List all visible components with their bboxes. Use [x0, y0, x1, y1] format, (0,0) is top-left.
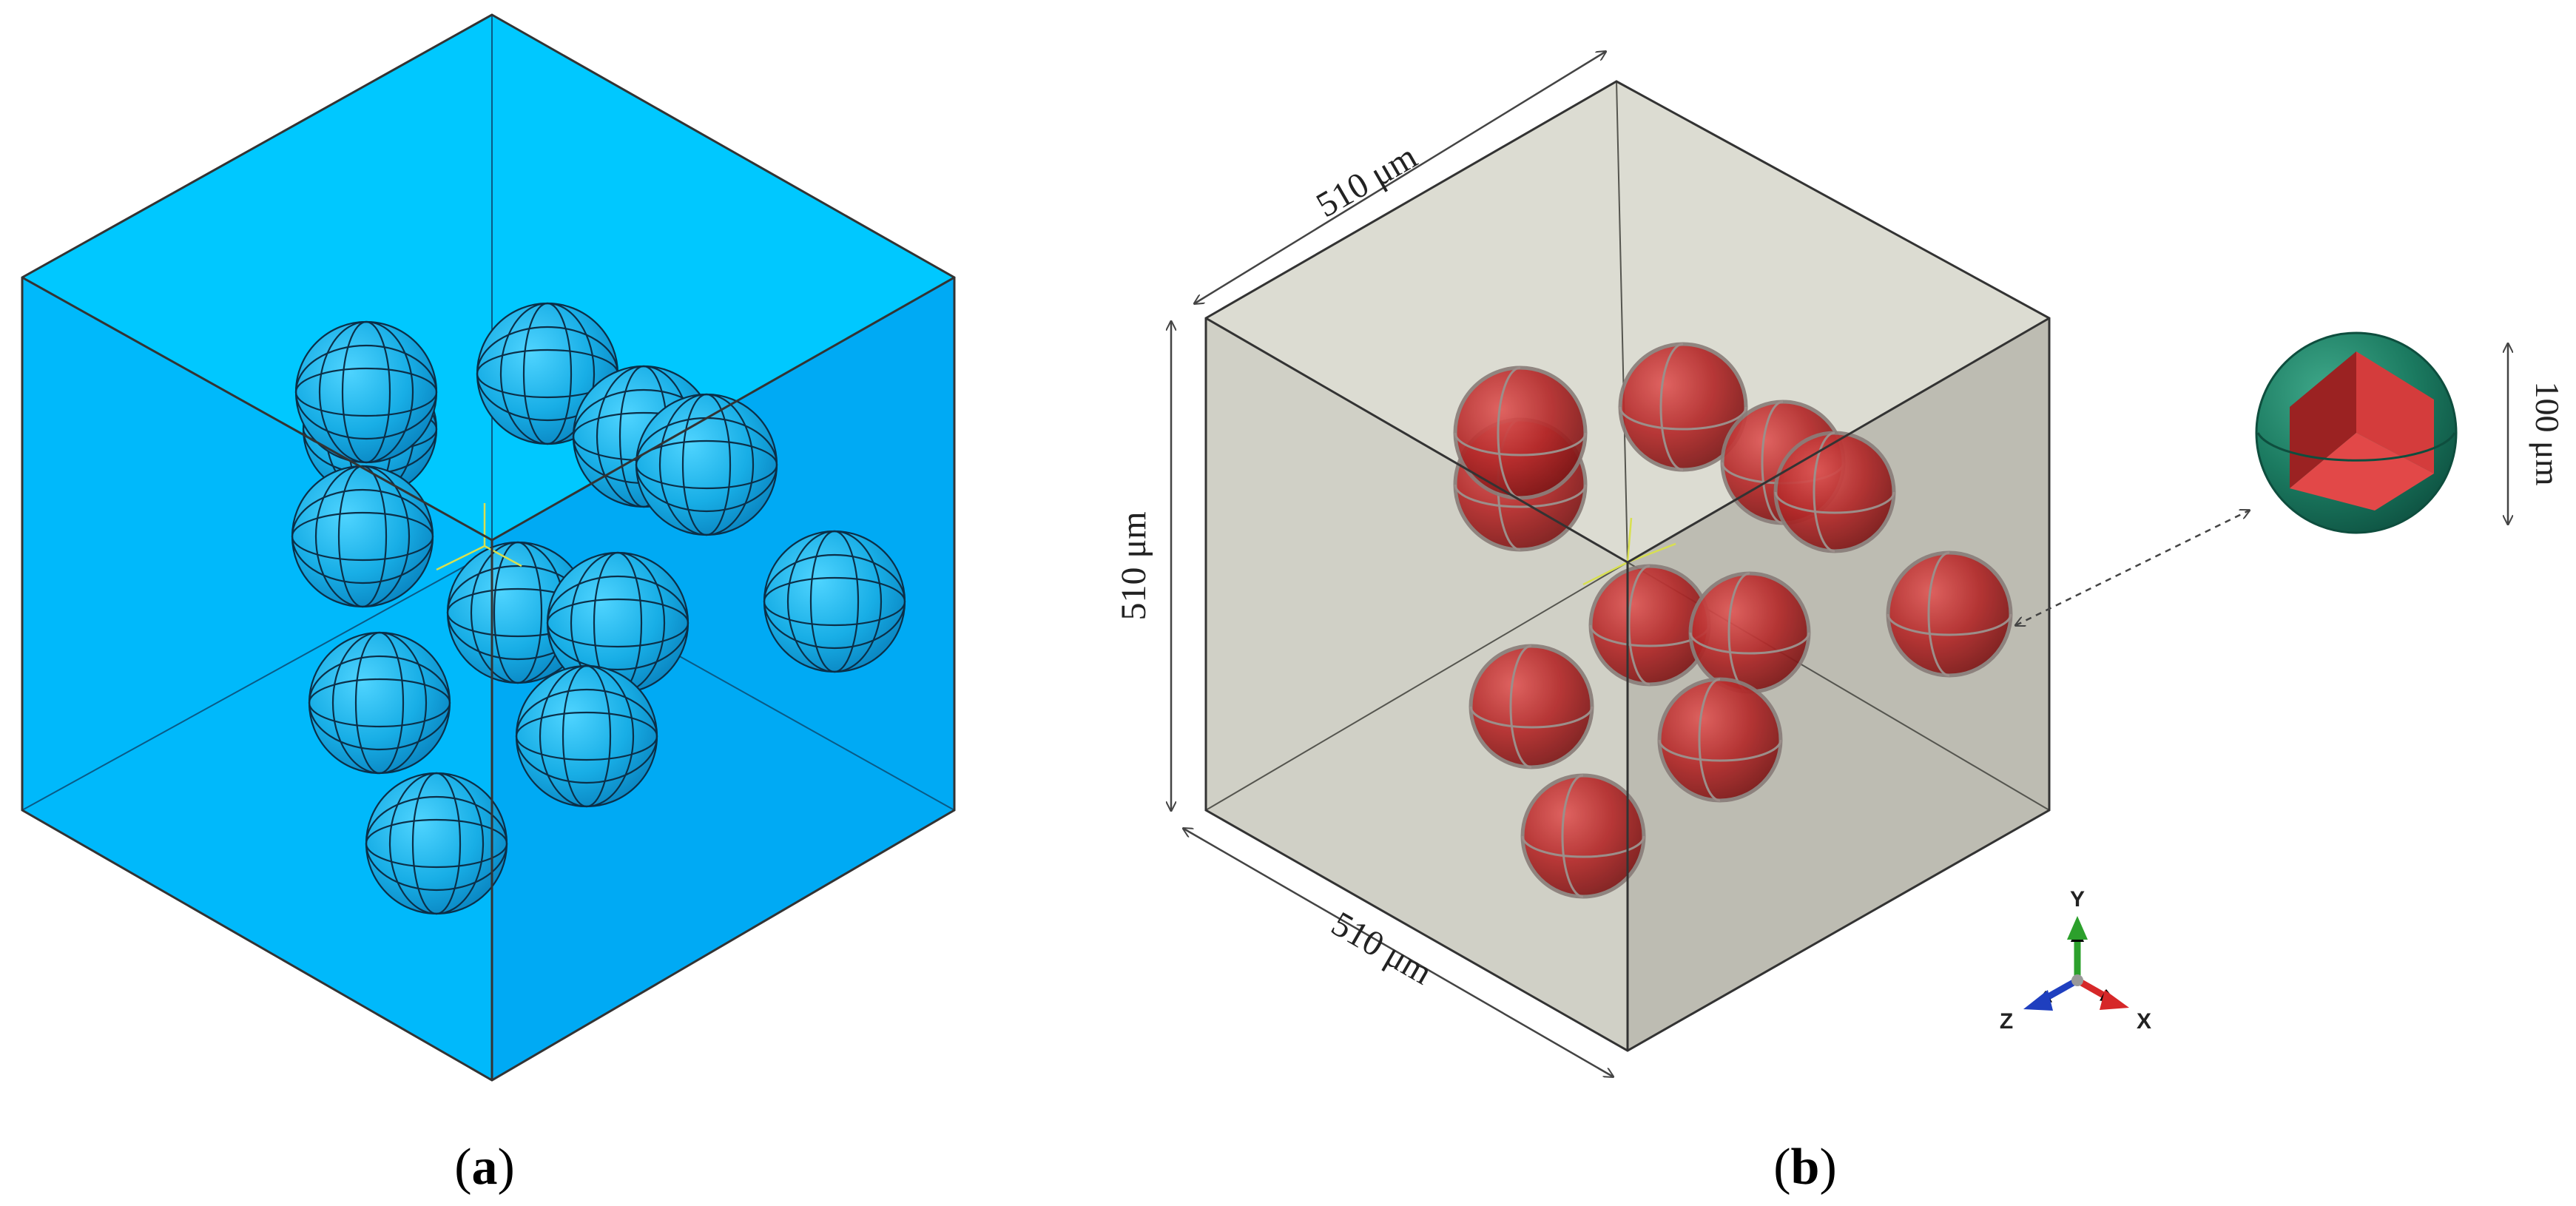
axis-triad: Y Z X — [2000, 887, 2151, 1034]
mesh-particle — [365, 772, 508, 915]
mesh-particle — [291, 465, 434, 608]
axis-label-y: Y — [2070, 887, 2085, 912]
inset-core-cut-bottom — [2290, 433, 2434, 511]
mesh-particle — [635, 393, 778, 536]
axis-label-z: Z — [2000, 1009, 2013, 1034]
panel-a-mesh-cube: (a) — [21, 13, 956, 1196]
mesh-particle — [308, 631, 451, 775]
dim-arrow-bottom — [1184, 829, 1613, 1077]
inset-core-cut-side — [2290, 351, 2356, 488]
mesh-particle — [515, 664, 658, 808]
inset-leader-arrow — [2016, 511, 2249, 625]
particle — [1688, 571, 1811, 694]
particle — [1520, 773, 1646, 899]
particle — [1886, 550, 2013, 678]
inset-core-shell-particle — [2255, 331, 2458, 534]
origin-triad-a — [436, 503, 522, 571]
origin-triad-b — [1582, 517, 1676, 586]
caption-b: (b) — [1773, 1139, 1837, 1196]
mesh-particle — [763, 530, 906, 673]
mesh-particle — [294, 320, 438, 464]
cube-a-outline — [21, 13, 956, 1082]
particle — [1618, 342, 1748, 472]
particle — [1657, 677, 1783, 803]
particle — [1469, 644, 1594, 769]
caption-a: (a) — [454, 1139, 515, 1196]
dim-label-left: 510 μm — [1114, 511, 1153, 620]
inset-dim-label: 100 μm — [2529, 382, 2566, 486]
dimension-arrows — [1171, 52, 2508, 1077]
particle — [1453, 365, 1588, 500]
mesh-particles — [291, 302, 906, 915]
panel-b-particle-cube: 510 μm 510 μm 510 μm 100 μm Y Z X ( — [1114, 52, 2566, 1196]
dim-arrow-top — [1195, 52, 1605, 303]
core-shell-particles — [1453, 342, 2013, 899]
mesh-particle — [546, 551, 689, 695]
cube-b-outline — [1204, 80, 2051, 1052]
axis-label-x: X — [2137, 1009, 2151, 1034]
particle — [1773, 431, 1896, 553]
